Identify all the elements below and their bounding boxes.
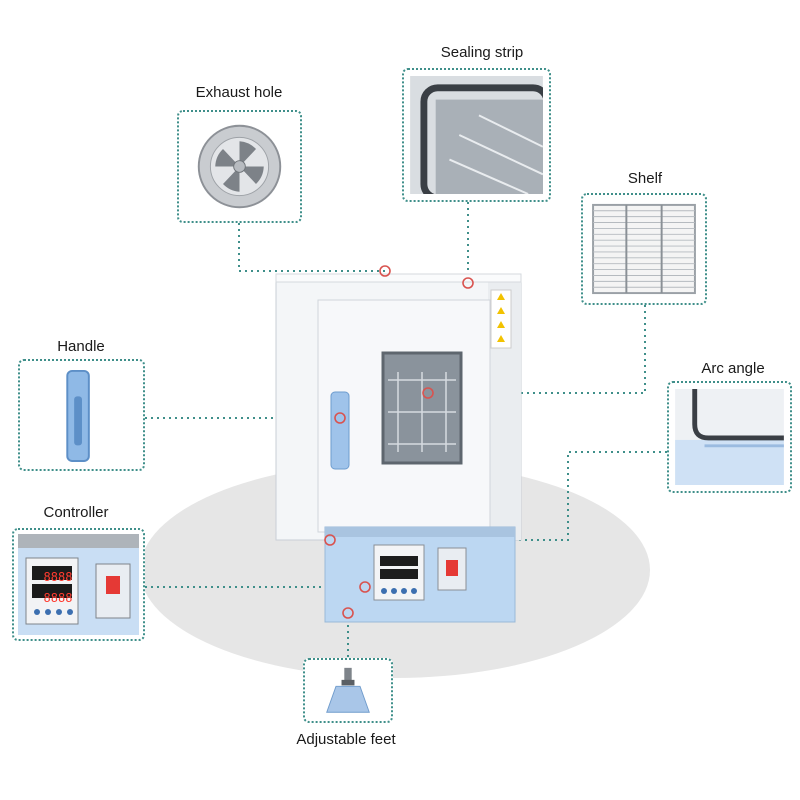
label-arc-angle: Arc angle: [701, 360, 765, 377]
window-shelves: [388, 372, 456, 452]
callout-adjustable-feet: [303, 658, 393, 723]
sealing-marker: [462, 277, 474, 289]
base-strip: [325, 527, 515, 537]
adjustable-feet-image: [326, 667, 370, 713]
markers: [324, 265, 474, 619]
cabinet-top: [275, 273, 522, 283]
shelf-marker: [422, 387, 434, 399]
label-shelf: Shelf: [627, 170, 663, 187]
sealing-strip-image: [410, 76, 543, 194]
door-handle: [330, 391, 350, 470]
panel-display-top: [380, 556, 418, 566]
panel-display-bottom: [380, 569, 418, 579]
power-switch: [446, 560, 458, 576]
handle-image: [66, 369, 90, 463]
warning-stickers: [490, 289, 512, 349]
controller-marker: [359, 581, 371, 593]
label-sealing-strip: Sealing strip: [440, 44, 524, 61]
panel-keys: [381, 588, 417, 594]
exhaust-hole-image: [197, 124, 282, 209]
label-exhaust-hole: Exhaust hole: [195, 84, 283, 101]
callout-controller: 8888 8888: [12, 528, 145, 641]
handle-marker: [334, 412, 346, 424]
label-handle: Handle: [57, 338, 105, 355]
callout-shelf: [581, 193, 707, 305]
arc-marker: [324, 534, 336, 546]
arc-angle-image: [675, 389, 784, 485]
controller-display-top: 8888: [43, 570, 73, 584]
controller-display-bottom: 8888: [43, 591, 73, 605]
shelf-image: [592, 203, 696, 295]
callout-exhaust-hole: [177, 110, 302, 223]
callout-handle: [18, 359, 145, 471]
callout-arc-angle: [667, 381, 792, 493]
label-adjustable-feet: Adjustable feet: [296, 731, 396, 748]
exhaust-connector: [238, 223, 385, 272]
callout-sealing-strip: [402, 68, 551, 202]
label-controller: Controller: [43, 504, 109, 521]
feet-marker: [342, 607, 354, 619]
exhaust-marker: [379, 265, 391, 277]
controller-image: [18, 534, 139, 635]
